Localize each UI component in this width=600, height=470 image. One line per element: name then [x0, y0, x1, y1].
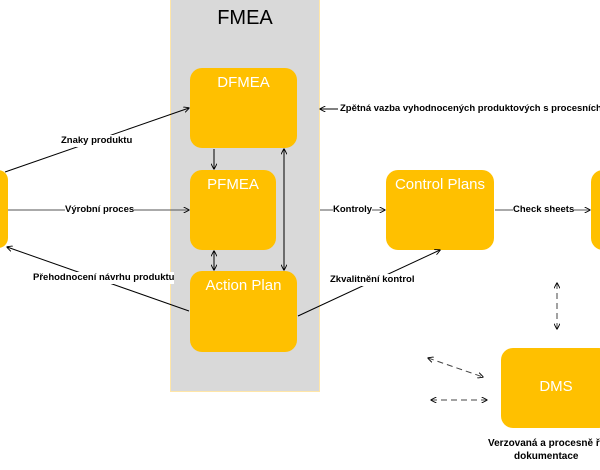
right-partial-box[interactable] [591, 170, 600, 250]
dms-description-line2: dokumentace [514, 451, 579, 462]
label-production-process: Výrobní proces [65, 204, 135, 216]
dms-description-line1: Verzovaná a procesně říz [488, 438, 600, 449]
action-plan-label: Action Plan [205, 277, 282, 294]
label-controls: Kontroly [333, 204, 373, 216]
action-plan-box[interactable]: Action Plan [190, 271, 297, 352]
pfmea-label: PFMEA [207, 176, 259, 193]
pfmea-box[interactable]: PFMEA [190, 170, 276, 250]
label-feedback: Zpětná vazba vyhodnocených produktových … [340, 103, 600, 114]
fmea-title: FMEA [217, 7, 273, 29]
dms-label: DMS [539, 378, 573, 395]
dashed-arrow-diagonal [428, 358, 483, 377]
control-plans-box[interactable]: Control Plans [386, 170, 494, 250]
dms-box[interactable]: DMS [501, 348, 600, 428]
label-product-features: Znaky produktu [61, 135, 133, 147]
dfmea-label: DFMEA [217, 74, 270, 91]
label-design-reevaluation: Přehodnocení návrhu produktu [33, 272, 175, 284]
dms-description: Verzovaná a procesně říz dokumentace [488, 437, 600, 463]
control-plans-label: Control Plans [394, 176, 486, 193]
label-check-sheets: Check sheets [513, 204, 575, 216]
label-control-improvement: Zkvalitnění kontrol [330, 274, 415, 286]
dfmea-box[interactable]: DFMEA [190, 68, 297, 148]
left-partial-box[interactable] [0, 170, 8, 248]
